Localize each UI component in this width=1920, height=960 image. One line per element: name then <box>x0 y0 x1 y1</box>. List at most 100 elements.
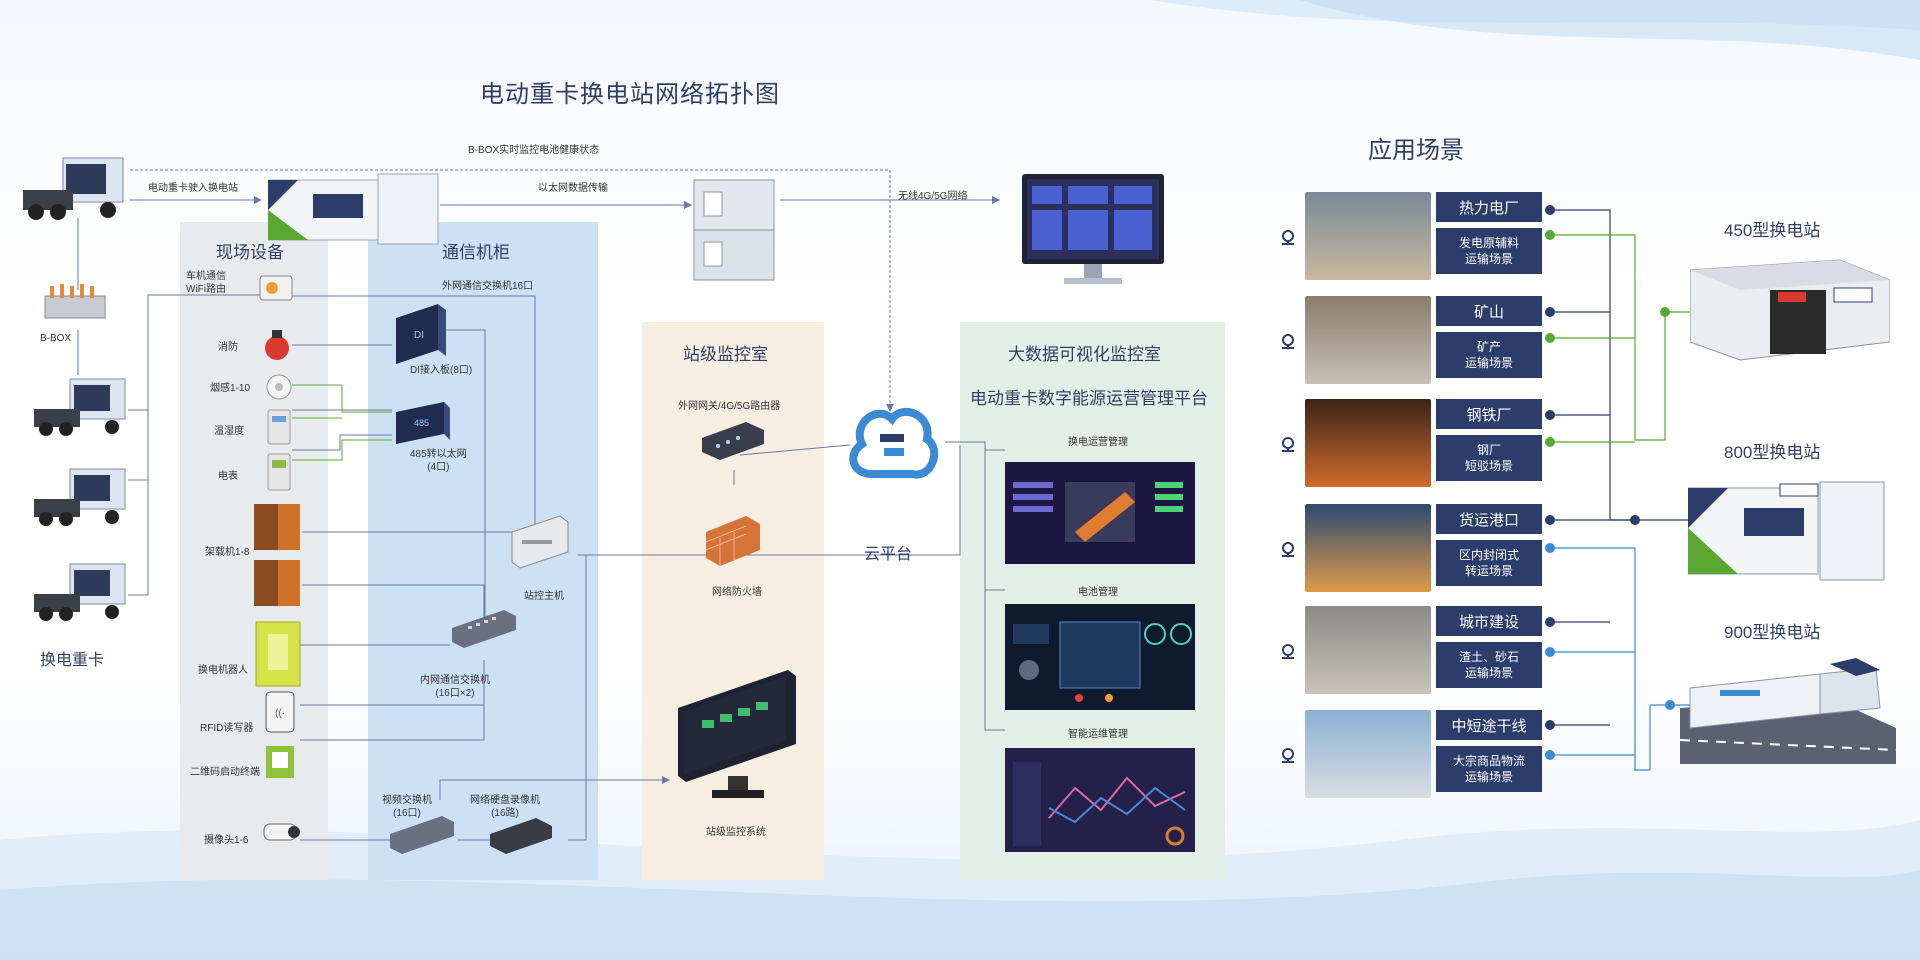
scene-photo <box>1305 710 1431 798</box>
battery-truck-icon-2 <box>34 468 126 526</box>
field-panel-title: 现场设备 <box>216 243 284 262</box>
gateway-router-icon <box>702 422 764 460</box>
swap-robot-label: 换电机器人 <box>198 665 248 676</box>
camera-label: 摄像头1-6 <box>204 835 249 846</box>
fire-label: 消防 <box>218 342 238 353</box>
wifi-router-icon <box>259 275 293 301</box>
station-900-icon <box>1680 658 1896 764</box>
station-panel-title: 站级监控室 <box>683 345 768 364</box>
swap-robot-icon <box>255 621 301 687</box>
temp-humidity-label: 温湿度 <box>214 426 244 437</box>
svg-text:((·: ((· <box>275 708 285 719</box>
bigscreen-monitor-icon <box>1022 174 1164 284</box>
battery-truck-icon-3 <box>34 563 126 621</box>
rack-machine-label: 架载机1-8 <box>205 547 250 558</box>
station-monitor-system-icon <box>678 670 796 798</box>
qr-terminal-label: 二维码启动终端 <box>190 767 260 778</box>
firewall-icon <box>705 516 760 566</box>
container-building-icon <box>693 179 775 281</box>
city-icon <box>1280 644 1296 660</box>
video-switch-icon <box>390 816 454 854</box>
bbox-label: B-BOX <box>40 333 72 344</box>
station-host-icon <box>511 515 569 569</box>
ext-switch-label: 外网通信交换机16口 <box>442 281 534 292</box>
rfid-reader-label: RFID读写器 <box>200 723 254 734</box>
firewall-label: 网络防火墙 <box>712 587 762 598</box>
scene-name: 城市建设 <box>1436 606 1542 636</box>
diagram-title: 电动重卡换电站网络拓扑图 <box>480 81 780 108</box>
video-switch-label: 视频交换机(16口) <box>382 795 432 819</box>
scene-name: 矿山 <box>1436 296 1542 326</box>
rs485-converter-icon: 485 <box>396 402 450 444</box>
nvr-icon <box>490 818 552 854</box>
bbox-status-label: B-BOX实时监控电池健康状态 <box>468 145 600 156</box>
wireless-label: 无线4G/5G网络 <box>898 191 968 202</box>
scene-photo <box>1305 399 1431 487</box>
nvr-label: 网络硬盘录像机(16路) <box>470 795 540 819</box>
bbox-device-icon <box>44 284 106 319</box>
screen-label-battery: 电池管理 <box>1078 587 1118 598</box>
truck-enter-label: 电动重卡驶入换电站 <box>148 183 238 194</box>
scene-name: 货运港口 <box>1436 504 1542 534</box>
station-900-label: 900型换电站 <box>1724 623 1821 642</box>
meter-label: 电表 <box>218 471 238 482</box>
cloud-platform-label: 云平台 <box>864 546 913 563</box>
svg-text:485: 485 <box>414 418 429 428</box>
mine-pin-icon <box>1280 334 1296 350</box>
application-title: 应用场景 <box>1368 137 1464 164</box>
scene-name: 钢铁厂 <box>1436 399 1542 429</box>
di-board-icon: DI <box>396 304 446 364</box>
scene-photo <box>1305 192 1431 280</box>
temp-humidity-icon <box>267 409 291 445</box>
screen-label-ops-maint: 智能运维管理 <box>1068 729 1128 740</box>
swap-ops-dashboard <box>1005 462 1195 564</box>
bigdata-panel-title: 大数据可视化监控室 <box>1008 345 1161 364</box>
scene-photo <box>1305 504 1431 592</box>
steel-pin-icon <box>1280 437 1296 453</box>
smoke-sensor-label: 烟感1-10 <box>210 383 251 394</box>
rs485-converter-label: 485转以太网(4口) <box>410 449 467 473</box>
ops-maint-dashboard <box>1005 748 1195 852</box>
comm-panel-title: 通信机柜 <box>442 243 510 262</box>
battery-dashboard <box>1005 604 1195 710</box>
swap-station-top-icon <box>268 173 439 245</box>
battery-trucks-label: 换电重卡 <box>40 652 105 669</box>
station-450-label: 450型换电站 <box>1724 221 1821 240</box>
di-board-label: DI接入板(8口) <box>410 365 473 376</box>
qr-terminal-icon <box>266 746 294 778</box>
port-pin-icon <box>1280 542 1296 558</box>
battery-truck-icon-1 <box>34 378 126 436</box>
truck-entering-icon <box>23 157 124 220</box>
scene-description: 发电原辅料运输场景 <box>1436 228 1542 274</box>
scene-name: 热力电厂 <box>1436 192 1542 222</box>
station-450-icon <box>1690 259 1890 361</box>
gateway-label: 外网网关/4G/5G路由器 <box>678 401 781 412</box>
inner-switch-label: 内网通信交换机(16口×2) <box>420 675 490 699</box>
ethernet-label: 以太网数据传输 <box>538 183 608 194</box>
rfid-reader-icon: ((· <box>265 691 295 733</box>
station-host-label: 站控主机 <box>524 591 564 602</box>
road-icon <box>1280 748 1296 764</box>
field-equipment-panel <box>180 222 328 880</box>
scene-description: 钢厂短驳场景 <box>1436 435 1542 481</box>
factory-pin-icon <box>1280 230 1296 246</box>
bigdata-panel-subtitle: 电动重卡数字能源运营管理平台 <box>970 389 1208 408</box>
scene-description: 矿产运输场景 <box>1436 332 1542 378</box>
station-800-icon <box>1688 481 1885 581</box>
station-monitor-system-label: 站级监控系统 <box>706 827 766 838</box>
camera-icon <box>263 823 300 841</box>
scene-description: 大宗商品物流运输场景 <box>1436 746 1542 792</box>
rack-machine-icon <box>254 504 300 606</box>
fire-extinguisher-icon <box>265 330 289 360</box>
station-800-label: 800型换电站 <box>1724 443 1821 462</box>
svg-text:DI: DI <box>414 330 424 341</box>
scene-photo <box>1305 606 1431 694</box>
scene-photo <box>1305 296 1431 384</box>
cloud-platform-icon <box>849 407 939 479</box>
smoke-sensor-icon <box>266 374 292 400</box>
inner-switch-icon <box>452 610 516 648</box>
meter-icon <box>267 453 291 491</box>
scene-description: 区内封闭式转运场景 <box>1436 540 1542 586</box>
